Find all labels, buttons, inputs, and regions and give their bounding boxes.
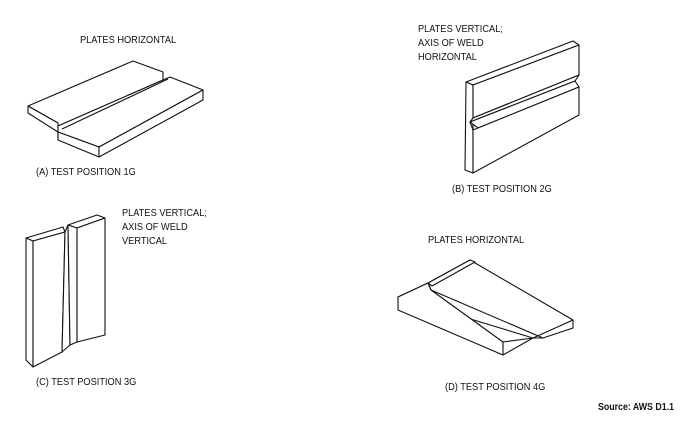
panel-c-caption: (C) TEST POSITION 3G (36, 376, 137, 388)
panel-b-note-line2: AXIS OF WELD (418, 37, 484, 49)
panel-a-note: PLATES HORIZONTAL (80, 34, 177, 46)
panel-a-caption: (A) TEST POSITION 1G (36, 166, 136, 178)
panel-c-note-line2: AXIS OF WELD (122, 221, 188, 233)
panel-b-caption: (B) TEST POSITION 2G (452, 183, 552, 195)
panel-b-note-line3: HORIZONTAL (418, 51, 477, 63)
panel-c-note-line1: PLATES VERTICAL; (122, 207, 207, 219)
source-credit: Source: AWS D1.1 (598, 402, 674, 413)
plate-assembly-3g (25, 214, 106, 368)
panel-d-note: PLATES HORIZONTAL (428, 234, 525, 246)
plate-assembly-1g (27, 60, 204, 158)
plate-assembly-4g (397, 259, 574, 356)
panel-b-note-line1: PLATES VERTICAL; (418, 23, 503, 35)
panel-c-note-line3: VERTICAL (122, 235, 168, 247)
panel-d-caption: (D) TEST POSITION 4G (445, 381, 546, 393)
plate-assembly-2g (464, 40, 580, 174)
